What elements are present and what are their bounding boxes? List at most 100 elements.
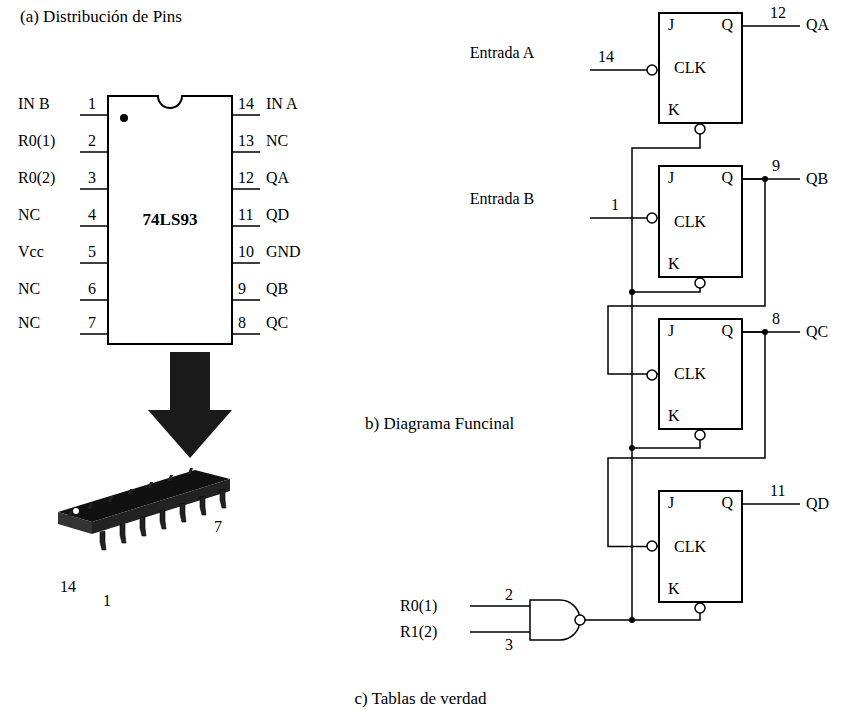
ff-terminal-label: Q [721,169,733,187]
chip-leg [108,496,113,502]
junction-dot [629,445,635,451]
pin-lines-right [233,115,260,334]
section-heading: (a) Distribución de Pins [20,8,182,26]
pin-name: QD [266,206,289,224]
pin-name: Vcc [18,243,44,261]
chip-leg [148,482,153,488]
pin-number: 3 [88,169,96,187]
ff-terminal-label: CLK [674,365,706,383]
pin-number: 9 [772,157,780,175]
pin-number: 13 [238,132,254,150]
chip-leg [220,489,226,508]
clk-bubble [647,370,657,380]
chip-drawing [58,468,230,550]
pin-name: IN B [18,95,50,113]
pin-number: 4 [88,206,96,224]
pin-number: 14 [60,578,76,596]
chip-dot [73,508,79,514]
clock-inputs [590,70,647,218]
chip-leg [180,503,186,522]
chip-end [58,512,92,534]
nand-bubble [575,615,585,625]
junction-dot [762,329,768,335]
chip-leg [168,475,173,481]
pin-number: 11 [770,482,785,500]
signal-name: QA [806,16,829,34]
pin-name: IN A [266,95,298,113]
clock-triangles [658,62,667,553]
jk-flip-flop: JQCLKK [658,165,743,278]
reset-bubble [695,124,705,134]
wires [470,26,800,640]
ff-terminal-label: CLK [674,538,706,556]
chip-leg [128,489,133,495]
junction-dot [762,176,768,182]
ff-terminal-label: K [668,101,680,119]
chip-side [92,479,230,534]
pin-name: R0(2) [18,169,55,187]
pin-number: 8 [238,314,246,332]
pin-number: 7 [214,518,222,536]
part-number: 74LS93 [143,210,198,230]
chip-leg [188,468,193,474]
input-label: Entrada A [462,44,542,62]
pin-number: 12 [770,4,786,22]
signal-name: QC [806,323,828,341]
q-outputs [743,26,800,504]
pin-name: NC [18,280,40,298]
ff-terminal-label: Q [721,16,733,34]
chip-leg [88,503,93,509]
reset-bubble [695,278,705,288]
jk-flip-flop: J Q CLK K [658,12,743,124]
pin-name: NC [18,206,40,224]
reset-bubble [695,603,705,613]
signal-name: R0(1) [400,597,437,615]
ff-terminal-label: CLK [674,59,706,77]
pin-number: 9 [238,280,246,298]
jk-flip-flop: JQCLKK [658,490,743,603]
pin-lines-left [80,115,107,334]
down-arrow [148,352,232,458]
input-label: Entrada B [462,190,542,208]
chip-leg [100,531,106,550]
pin-number: 1 [88,95,96,113]
chip-leg [160,510,166,529]
pin-number: 8 [772,310,780,328]
pin-number: 12 [238,169,254,187]
chip-leg [140,517,146,536]
pin-number: 1 [103,592,111,610]
chip-leg [200,496,206,515]
ff-terminal-label: J [668,169,674,187]
ff-terminal-label: K [668,580,680,598]
ff-terminal-label: Q [721,322,733,340]
signal-name: QB [806,170,828,188]
ff-terminal-label: J [668,16,674,34]
pin-number: 6 [88,280,96,298]
jk-flip-flop: J Q CLK K [658,318,743,430]
reset-inputs [470,606,530,632]
ff-terminal-label: K [668,407,680,425]
pin-name: QB [266,280,288,298]
pin-name: NC [18,314,40,332]
pin-name: NC [266,132,288,150]
caption: c) Tablas de verdad [0,690,841,708]
ff-terminal-label: K [668,255,680,273]
ff-terminal-label: J [668,494,674,512]
pin-name: QC [266,314,288,332]
junction-dot [629,617,635,623]
ic-package: 74LS93 [107,95,233,345]
pin-number: 10 [238,243,254,261]
chip-leg [68,510,73,516]
pin-number: 1 [611,196,619,214]
ff-terminal-label: J [668,322,674,340]
pin1-dot [120,114,128,122]
pin-number: 14 [238,95,254,113]
pin-name: GND [266,243,301,261]
pin-name: QA [266,169,289,187]
pin-number: 2 [505,586,513,604]
pin-number: 3 [505,636,513,654]
nand-gate [530,600,580,640]
pin-number: 11 [238,206,253,224]
junction-dot [629,289,635,295]
